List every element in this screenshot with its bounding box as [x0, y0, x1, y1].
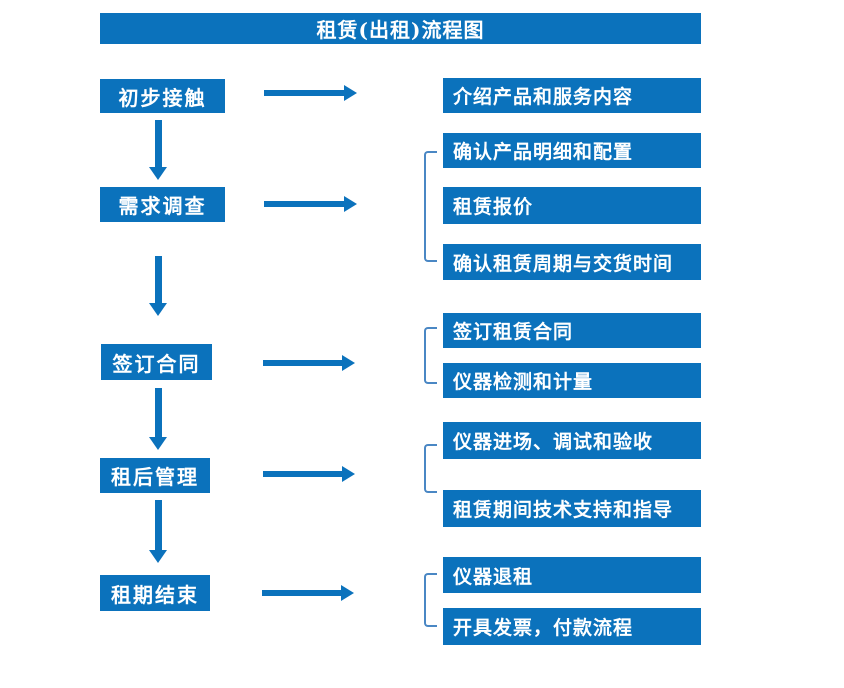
right-arrow-icon [264, 85, 357, 101]
down-arrow-icon [149, 256, 167, 316]
detail-label: 介绍产品和服务内容 [453, 86, 634, 108]
right-arrow-icon [264, 196, 357, 212]
step-label: 需求调查 [118, 194, 207, 218]
title-bar: 租赁(出租)流程图 [100, 13, 701, 44]
detail-label: 确认租赁周期与交货时间 [453, 252, 674, 275]
right-arrow-icon [263, 355, 355, 371]
detail-label: 签订租赁合同 [453, 321, 574, 343]
detail-label: 租赁报价 [453, 196, 534, 218]
step-box-initial-contact: 初步接触 [100, 79, 225, 113]
step-box-demand-survey: 需求调查 [100, 187, 225, 222]
detail-box: 签订租赁合同 [443, 313, 701, 348]
down-arrow-icon [149, 500, 167, 563]
detail-box: 仪器进场、调试和验收 [443, 422, 701, 459]
right-arrow-icon [262, 585, 354, 601]
down-arrow-icon [149, 120, 167, 180]
group-bracket-rental-end [424, 573, 437, 627]
detail-box: 确认产品明细和配置 [443, 133, 701, 168]
step-box-sign-contract: 签订合同 [101, 344, 212, 380]
detail-box: 租赁期间技术支持和指导 [443, 490, 701, 527]
down-arrow-icon [149, 388, 167, 450]
group-bracket-sign-contract [424, 327, 437, 384]
detail-box: 开具发票，付款流程 [443, 608, 701, 645]
detail-box: 租赁报价 [443, 187, 701, 224]
detail-box: 仪器退租 [443, 557, 701, 593]
step-label: 租后管理 [111, 465, 199, 489]
detail-label: 仪器检测和计量 [453, 371, 594, 393]
detail-label: 仪器进场、调试和验收 [453, 431, 654, 453]
detail-box: 确认租赁周期与交货时间 [443, 244, 701, 280]
page-title: 租赁(出租)流程图 [316, 18, 485, 42]
step-box-rental-end: 租期结束 [100, 575, 210, 611]
detail-label: 租赁期间技术支持和指导 [453, 499, 674, 521]
step-label: 签订合同 [112, 351, 201, 376]
group-bracket-post-rental [424, 444, 437, 493]
step-label: 租期结束 [111, 582, 199, 607]
detail-label: 仪器退租 [453, 565, 534, 588]
detail-box: 介绍产品和服务内容 [443, 78, 701, 113]
step-box-post-rental-management: 租后管理 [100, 458, 210, 493]
step-label: 初步接触 [118, 85, 207, 110]
detail-label: 确认产品明细和配置 [453, 141, 634, 163]
detail-box: 仪器检测和计量 [443, 363, 701, 398]
right-arrow-icon [263, 466, 355, 482]
detail-label: 开具发票，付款流程 [453, 617, 634, 639]
group-bracket-demand-survey [424, 151, 437, 262]
